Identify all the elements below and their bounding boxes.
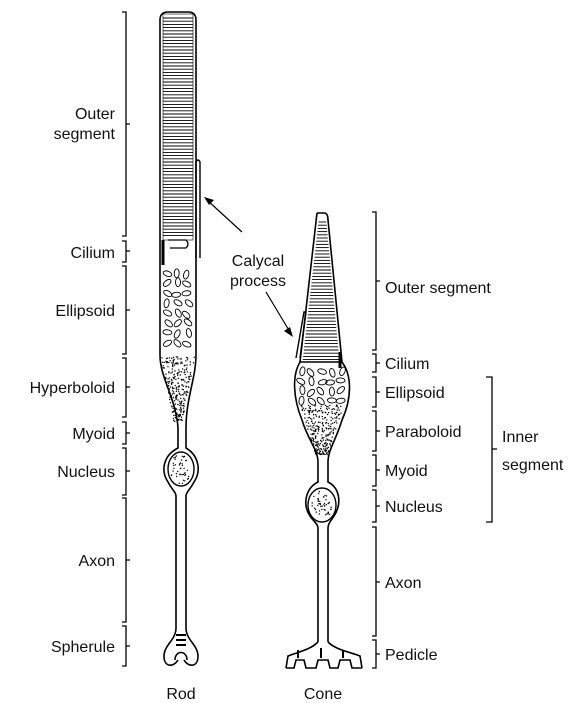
rod-hyperboloid-granules bbox=[161, 356, 195, 422]
cone-name: Cone bbox=[304, 686, 342, 703]
cone-label-ellipsoid: Ellipsoid bbox=[385, 385, 445, 402]
cone-ellipsoid-mitochondria bbox=[296, 366, 347, 406]
rod-nucleus-chromatin bbox=[171, 455, 190, 484]
cone-label-axon: Axon bbox=[385, 575, 421, 592]
rod-label-outer-segment-1: Outer bbox=[75, 106, 116, 123]
cone-cell bbox=[286, 213, 362, 668]
rod-label-cilium: Cilium bbox=[71, 245, 115, 262]
rod-labels: Outer segment Cilium Ellipsoid Hyperbolo… bbox=[30, 106, 196, 703]
rod-name: Rod bbox=[166, 686, 195, 703]
rod-label-nucleus: Nucleus bbox=[57, 464, 115, 481]
cone-label-paraboloid: Paraboloid bbox=[385, 424, 462, 441]
rod-label-outer-segment-2: segment bbox=[54, 126, 116, 143]
cone-label-pedicle: Pedicle bbox=[385, 647, 438, 664]
cone-paraboloid-granules bbox=[301, 404, 342, 455]
cone-label-nucleus: Nucleus bbox=[385, 499, 443, 516]
rod-label-axon: Axon bbox=[79, 553, 115, 570]
rod-spherule bbox=[164, 628, 198, 665]
rod-outer-segment-discs bbox=[163, 14, 193, 240]
calycal-process-label-1: Calycal bbox=[232, 253, 284, 270]
cone-nucleus bbox=[308, 488, 336, 522]
cone-calycal-process bbox=[296, 312, 306, 358]
cone-label-cilium: Cilium bbox=[385, 356, 429, 373]
rod-outer-segment-outline bbox=[160, 12, 196, 258]
inner-segment-label-1: Inner bbox=[502, 429, 539, 446]
rod-calycal-process bbox=[196, 160, 200, 258]
rod-label-myoid: Myoid bbox=[72, 426, 115, 443]
rod-label-hyperboloid: Hyperboloid bbox=[30, 380, 115, 397]
cone-outer-segment-outline bbox=[300, 213, 342, 362]
rod-brackets bbox=[122, 12, 130, 666]
inner-segment-label-2: segment bbox=[502, 457, 564, 474]
cone-label-myoid: Myoid bbox=[385, 463, 428, 480]
cone-label-outer-segment: Outer segment bbox=[385, 280, 491, 297]
rod-label-ellipsoid: Ellipsoid bbox=[55, 303, 115, 320]
rod-nucleus bbox=[168, 452, 194, 486]
rod-ellipsoid-mitochondria bbox=[162, 269, 194, 349]
rod-label-spherule: Spherule bbox=[51, 639, 115, 656]
rod-cell bbox=[160, 12, 200, 665]
calycal-process-label-2: process bbox=[230, 273, 286, 290]
rod-synaptic-ribbons bbox=[176, 635, 186, 645]
cone-nucleus-chromatin bbox=[312, 491, 332, 516]
cone-inner-segment-outline bbox=[295, 362, 318, 642]
